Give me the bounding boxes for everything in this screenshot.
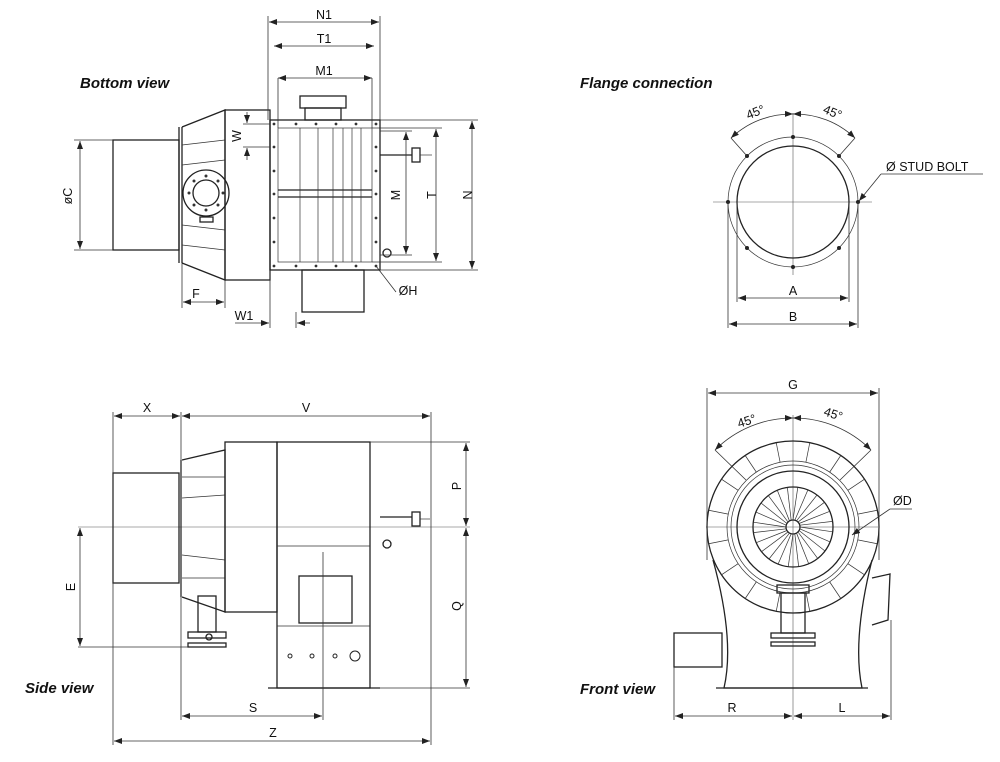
dim-t: T <box>425 191 439 199</box>
ring-segment <box>775 591 781 612</box>
swirler-spoke <box>755 511 787 526</box>
front-view-title: Front view <box>580 681 656 698</box>
dim-x: X <box>143 401 152 415</box>
front-view: G 45° 45° ØD R L <box>673 378 912 720</box>
dim-f: F <box>192 287 200 301</box>
dim-w: W <box>230 130 244 142</box>
swirler-spoke <box>756 530 788 544</box>
swirler-spoke <box>753 521 787 528</box>
flange-connection-title: Flange connection <box>580 75 713 92</box>
swirler-spoke <box>787 533 794 567</box>
ring-segment <box>847 563 865 576</box>
swirler-spoke <box>799 526 833 533</box>
swirler-spoke <box>797 502 825 523</box>
ring-segment <box>829 581 842 599</box>
swirler-spoke <box>776 490 790 522</box>
dim-m: M <box>389 190 403 200</box>
swirler-spoke <box>798 510 830 524</box>
swirler-spoke <box>761 531 789 552</box>
front-motor-box <box>673 632 723 668</box>
swirler-spoke <box>786 487 792 521</box>
dim-n1: N1 <box>316 8 332 22</box>
dim-r: R <box>727 701 736 715</box>
dim-c: øC <box>61 188 75 205</box>
swirler-spokes <box>753 487 833 567</box>
dim-s: S <box>249 701 257 715</box>
dim-a: A <box>789 284 798 298</box>
bottom-view: N1 T1 M1 W M T N øC F W1 ØH <box>61 8 478 328</box>
gas-flange <box>182 169 230 217</box>
ring-segment <box>857 539 878 545</box>
ring-segment <box>708 509 729 515</box>
swirler-spoke <box>797 531 818 559</box>
control-plate <box>301 269 365 313</box>
dim-p: P <box>450 482 464 490</box>
flange-view: 45° 45° Ø STUD BOLT A B <box>713 102 983 328</box>
swirler-spoke <box>794 533 800 567</box>
dim-d: ØD <box>893 494 912 508</box>
ring-segment <box>721 478 739 491</box>
ring-segment <box>744 455 757 473</box>
front-angle-right: 45° <box>822 405 844 424</box>
ring-segment <box>829 455 842 473</box>
swirler-spoke <box>760 502 788 524</box>
flange-angle-right: 45° <box>821 102 844 122</box>
swirler-spoke <box>796 532 810 564</box>
stud-bolt-label: Ø STUD BOLT <box>886 160 969 174</box>
dim-n: N <box>461 190 475 199</box>
dim-w1: W1 <box>235 309 254 323</box>
side-view-title: Side view <box>25 680 94 697</box>
swirler-spoke <box>799 528 831 543</box>
ring-segment <box>775 442 781 463</box>
side-inspection-cover <box>298 575 353 624</box>
ring-segment <box>721 563 739 576</box>
dim-m1: M1 <box>315 64 332 78</box>
dim-g: G <box>788 378 798 392</box>
swirler-spoke <box>792 487 799 521</box>
ring-segment <box>744 581 757 599</box>
swirler-spoke <box>768 495 789 523</box>
side-blast-tube <box>112 472 180 584</box>
front-housing <box>712 559 873 689</box>
ring-segment <box>857 509 878 515</box>
dim-z: Z <box>269 726 277 740</box>
front-gas-inlet <box>871 573 891 626</box>
air-box <box>269 119 381 271</box>
swirler-spoke <box>794 489 809 521</box>
front-swirler-ring <box>736 470 850 584</box>
motor-box <box>299 95 347 109</box>
dim-v: V <box>302 401 311 415</box>
side-cone <box>181 449 226 613</box>
flange-angle-left: 45° <box>744 102 767 122</box>
side-view: X V P Q E S Z <box>64 401 470 745</box>
dim-l: L <box>839 701 846 715</box>
dim-e: E <box>64 583 78 591</box>
swirler-spoke <box>768 532 790 560</box>
front-angle-left: 45° <box>736 412 758 431</box>
swirler-spoke <box>799 520 833 526</box>
swirler-spoke <box>798 530 826 552</box>
swirler-spoke <box>777 533 792 565</box>
dim-q: Q <box>450 601 464 611</box>
dim-t1: T1 <box>317 32 332 46</box>
blast-tube <box>112 139 180 251</box>
ring-segment <box>708 539 729 545</box>
swirler-spoke <box>796 494 818 522</box>
swirler-spoke <box>753 528 787 534</box>
dim-b: B <box>789 310 797 324</box>
dim-h: ØH <box>399 284 418 298</box>
ring-segment <box>805 591 811 612</box>
ring-segment <box>805 442 811 463</box>
ring-segment <box>847 478 865 491</box>
bottom-view-title: Bottom view <box>80 75 170 92</box>
